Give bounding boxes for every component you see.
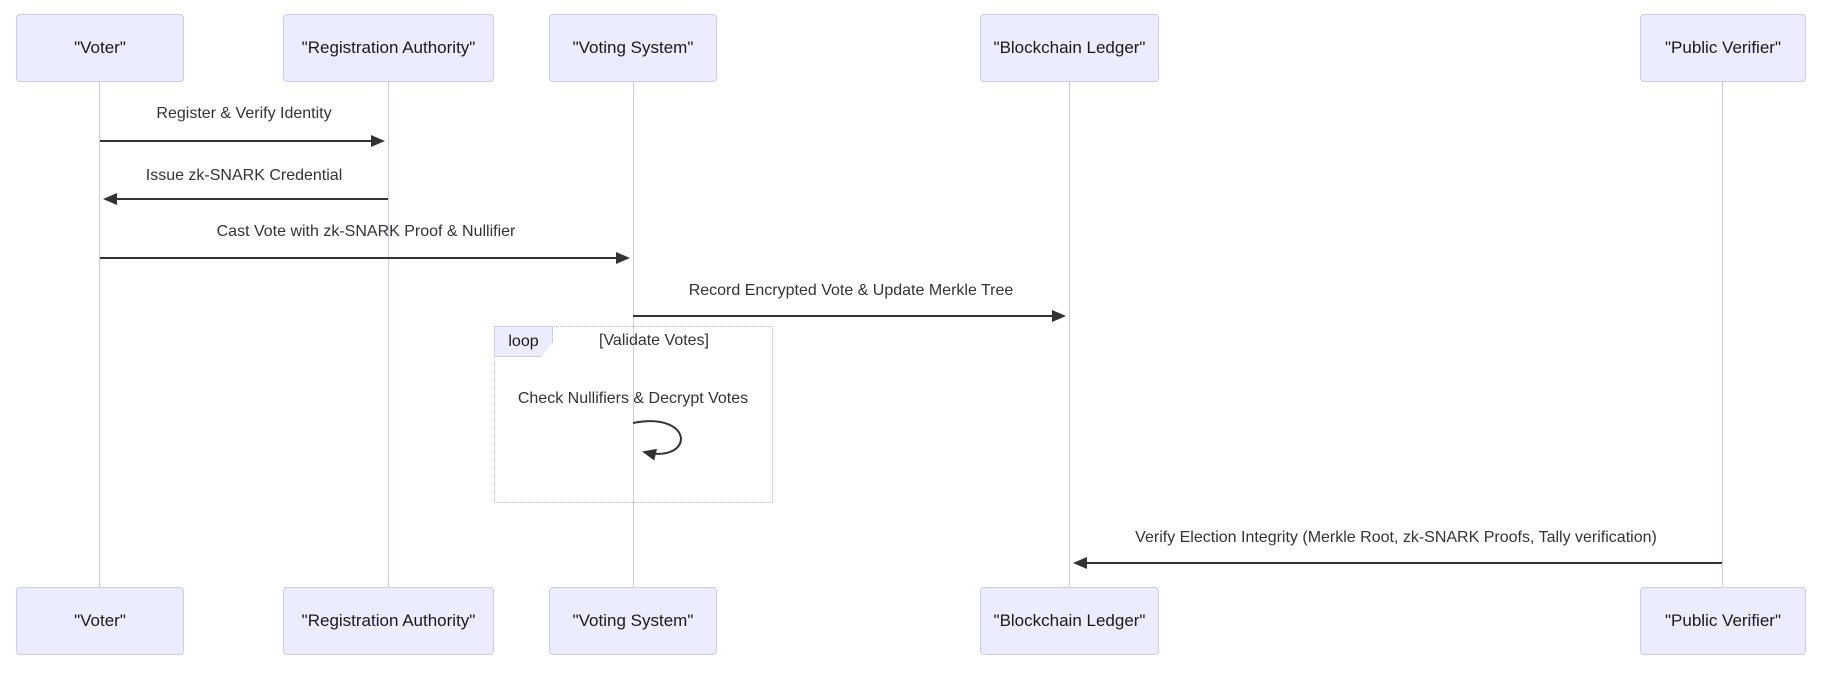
lifeline-public-verifier <box>1722 82 1723 587</box>
message-label-register-verify: Register & Verify Identity <box>156 105 332 122</box>
actor-top-voter: "Voter" <box>16 14 184 82</box>
actor-top-registration-authority: "Registration Authority" <box>283 14 494 82</box>
actor-top-public-verifier: "Public Verifier" <box>1640 14 1806 82</box>
actor-bottom-voting-system: "Voting System" <box>549 587 717 655</box>
loop-keyword-text: loop <box>508 332 539 350</box>
actor-label: "Registration Authority" <box>301 611 476 630</box>
actor-label: "Registration Authority" <box>301 38 476 57</box>
actor-top-voting-system: "Voting System" <box>549 14 717 82</box>
actor-top-blockchain-ledger: "Blockchain Ledger" <box>980 14 1159 82</box>
lifeline-voter <box>99 82 100 587</box>
actor-label: "Public Verifier" <box>1664 38 1781 57</box>
actor-bottom-public-verifier: "Public Verifier" <box>1640 587 1806 655</box>
loop-keyword-label: loop <box>494 326 553 357</box>
actor-label: "Voter" <box>74 611 126 630</box>
lifeline-voting-system <box>633 82 634 587</box>
lifeline-registration-authority <box>388 82 389 587</box>
message-label-cast-vote: Cast Vote with zk-SNARK Proof & Nullifie… <box>216 223 516 240</box>
actor-label: "Voting System" <box>572 38 694 57</box>
message-label-verify-integrity: Verify Election Integrity (Merkle Root, … <box>1135 529 1657 546</box>
actor-label: "Public Verifier" <box>1664 611 1781 630</box>
actor-bottom-voter: "Voter" <box>16 587 184 655</box>
actor-label: "Voting System" <box>572 611 694 630</box>
actor-label: "Blockchain Ledger" <box>993 38 1146 57</box>
loop-frame <box>494 326 773 503</box>
actor-bottom-registration-authority: "Registration Authority" <box>283 587 494 655</box>
message-label-record-vote: Record Encrypted Vote & Update Merkle Tr… <box>688 282 1014 299</box>
actor-label: "Voter" <box>74 38 126 57</box>
self-message-label: Check Nullifiers & Decrypt Votes <box>517 390 749 407</box>
loop-condition-label: [Validate Votes] <box>599 332 709 349</box>
actor-bottom-blockchain-ledger: "Blockchain Ledger" <box>980 587 1159 655</box>
actor-label: "Blockchain Ledger" <box>993 611 1146 630</box>
message-label-issue-credential: Issue zk-SNARK Credential <box>145 167 343 184</box>
lifeline-blockchain-ledger <box>1069 82 1070 587</box>
